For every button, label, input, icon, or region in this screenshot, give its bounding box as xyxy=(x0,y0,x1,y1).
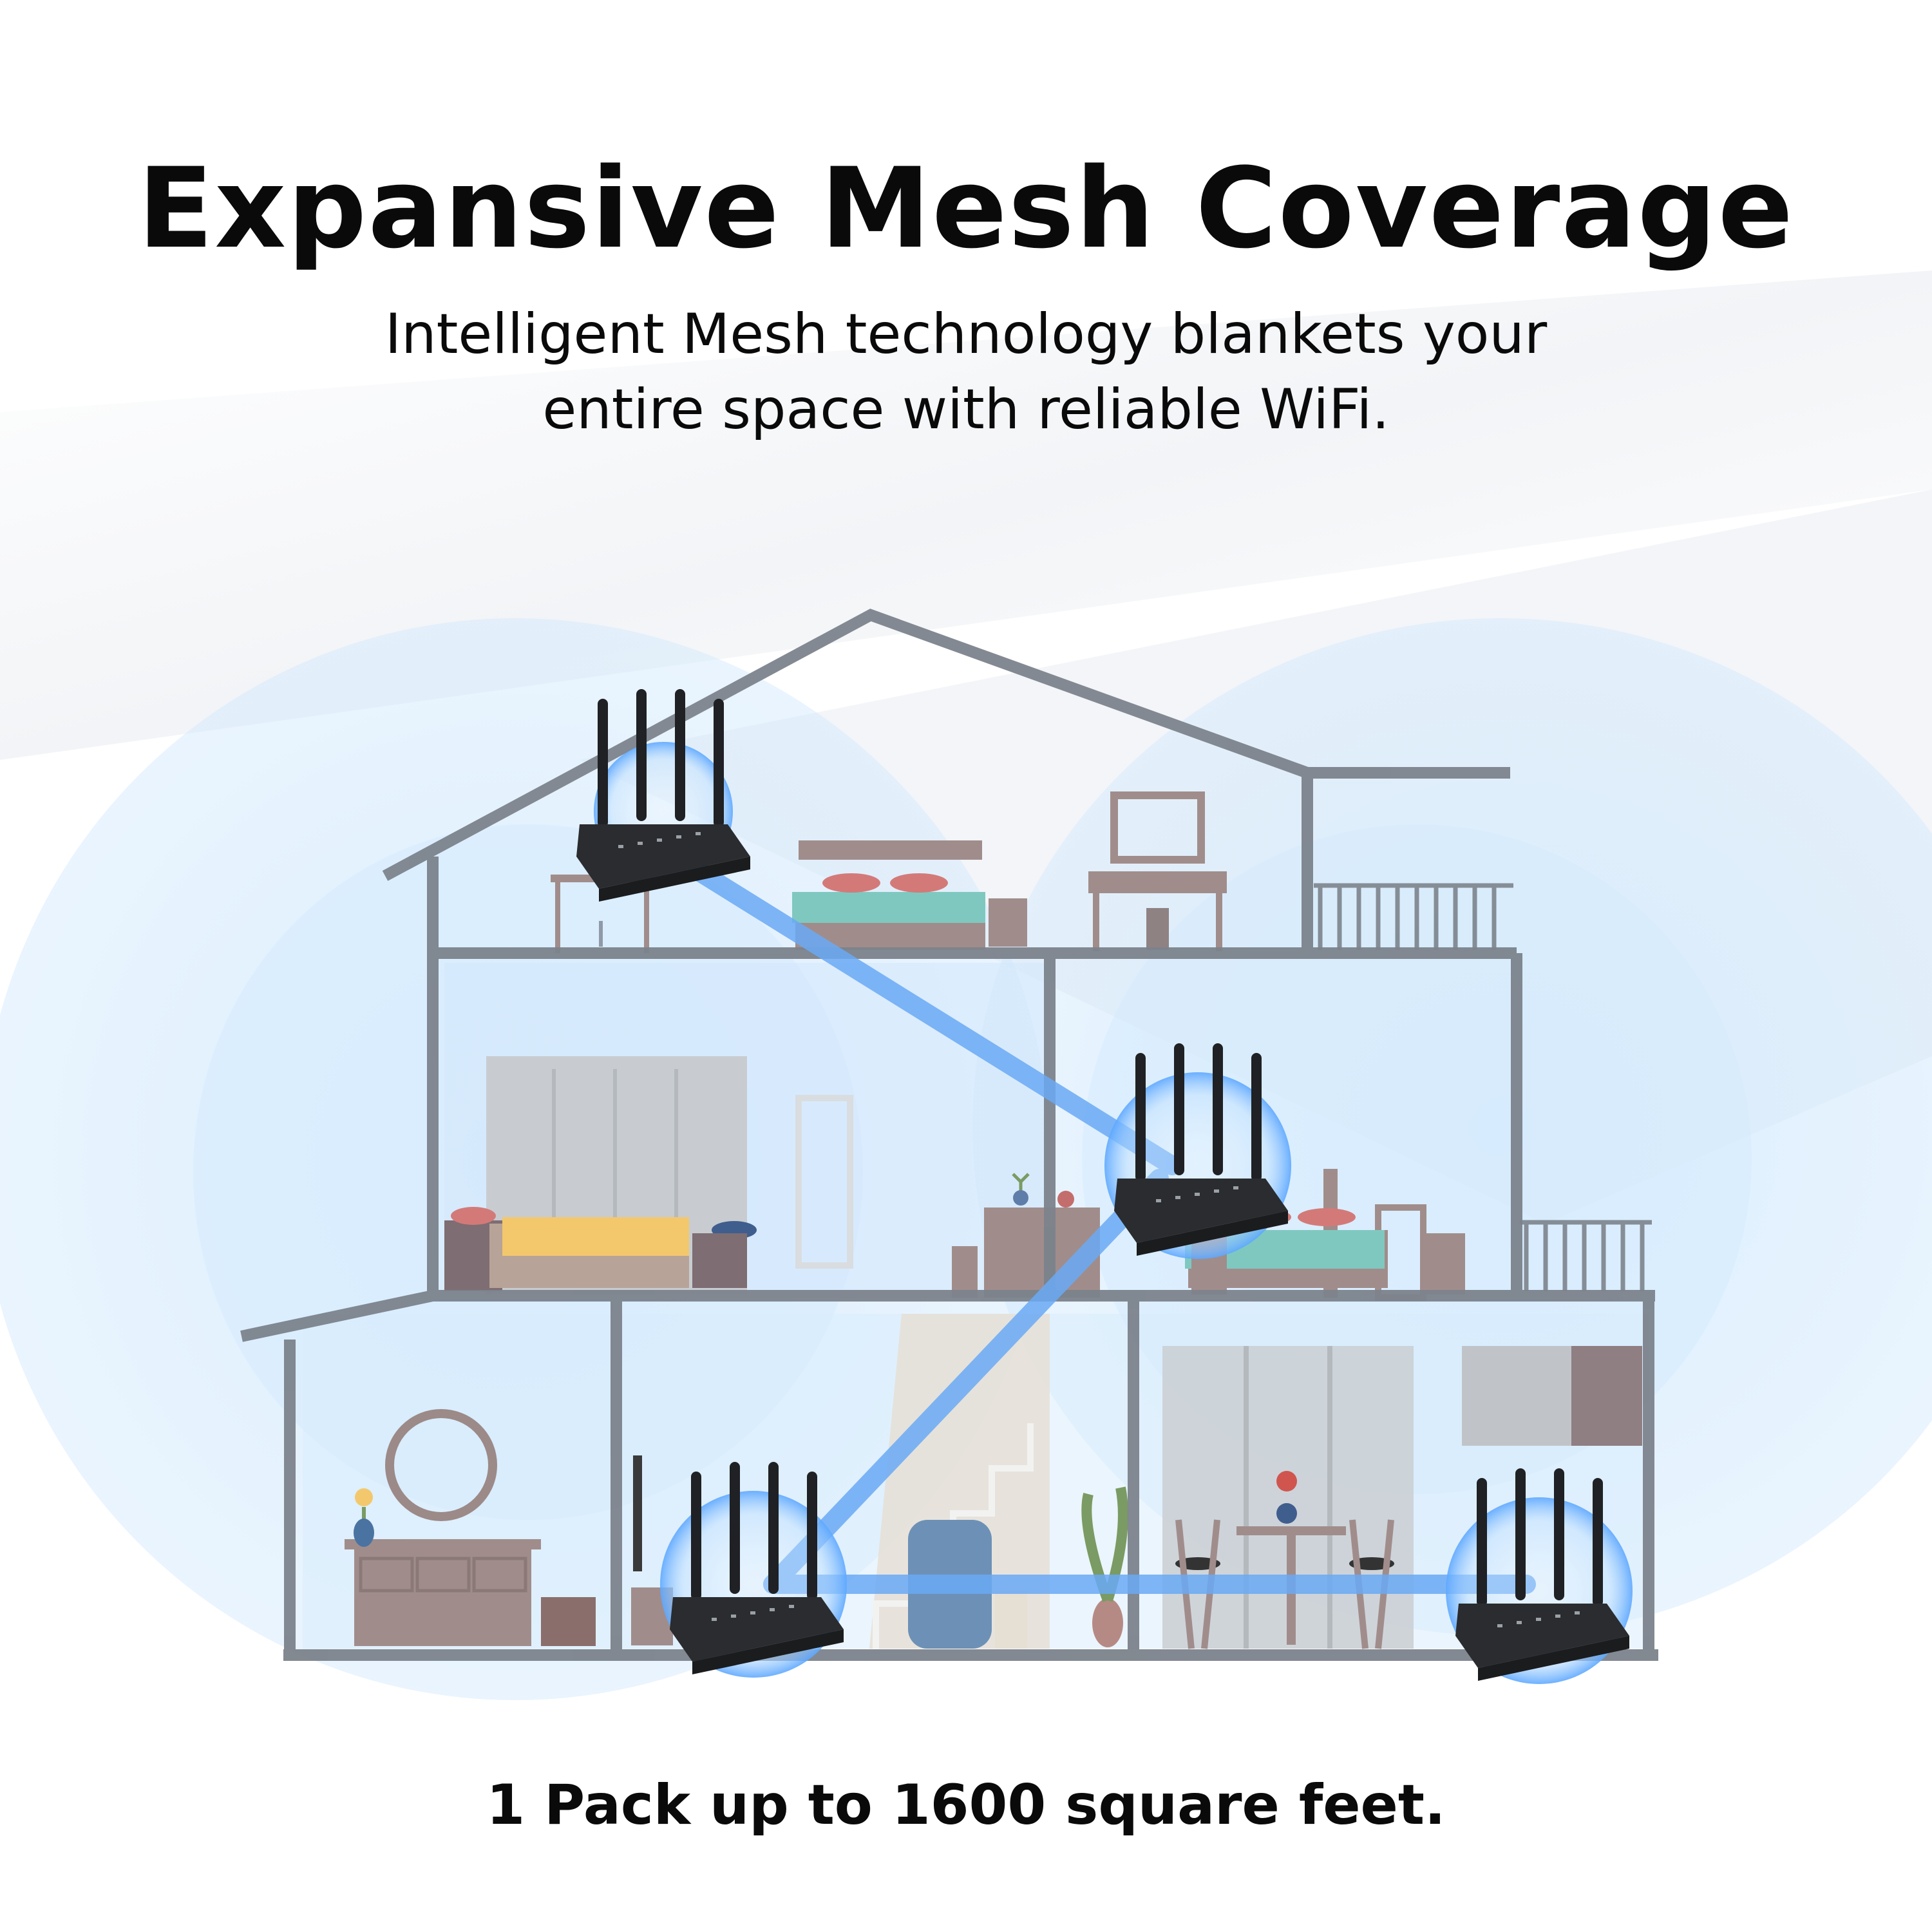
mesh-link-attic-to-middle xyxy=(660,844,1182,1175)
coverage-footnote: 1 Pack up to 1600 square feet. xyxy=(486,1773,1446,1837)
mesh-node-attic xyxy=(576,689,750,902)
subheadline-line-1: Intelligent Mesh technology blankets you… xyxy=(384,302,1548,366)
mesh-links xyxy=(660,844,1536,1594)
mesh-link-middle-to-ground-left xyxy=(763,1169,1169,1594)
subheadline-line-2: entire space with reliable WiFi. xyxy=(542,377,1390,442)
headline: Expansive Mesh Coverage xyxy=(137,144,1795,273)
mesh-node-ground-left xyxy=(660,1462,847,1678)
mesh-node-second-floor xyxy=(1104,1043,1291,1259)
furniture xyxy=(345,791,1642,1649)
balcony-railings xyxy=(1314,883,1652,1291)
mesh-node-ground-right xyxy=(1446,1468,1633,1684)
